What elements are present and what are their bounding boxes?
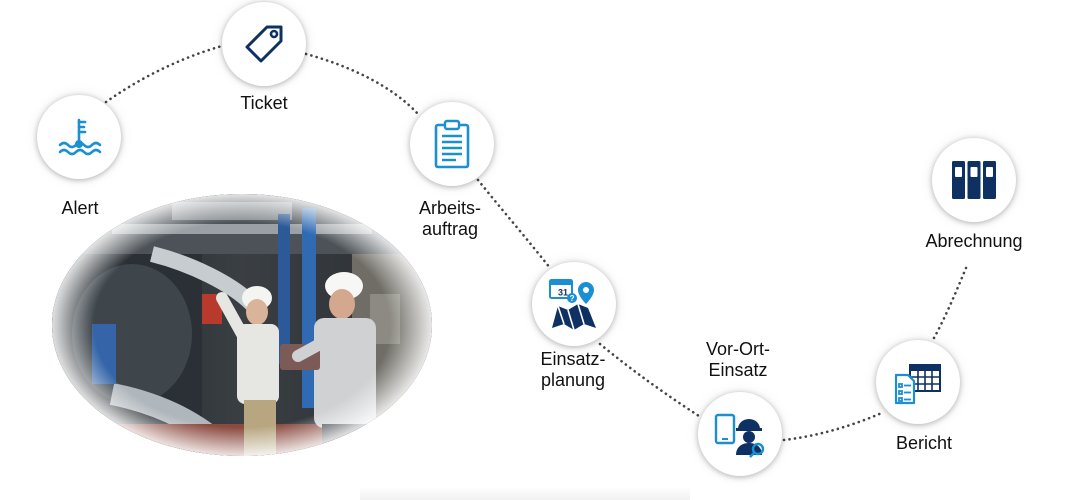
water-level-icon bbox=[58, 118, 102, 156]
step-label-einsatzplanung: Einsatz- planung bbox=[540, 349, 606, 390]
svg-text:?: ? bbox=[570, 294, 575, 303]
report-table-icon bbox=[894, 364, 941, 405]
arbeitsauftrag-node bbox=[410, 102, 494, 186]
bericht-node bbox=[876, 340, 960, 424]
step-label-abrechnung: Abrechnung bbox=[925, 231, 1023, 251]
ticket-node bbox=[222, 2, 306, 86]
clipboard-icon bbox=[434, 119, 470, 169]
step-label-vor-ort-einsatz: Vor-Ort- Einsatz bbox=[705, 339, 770, 380]
step-label-alert: Alert bbox=[61, 198, 99, 218]
technicians-in-plant-photo bbox=[52, 194, 432, 456]
connector-vorort-bericht bbox=[782, 410, 886, 442]
connector-arbeitsauftrag-einsatzplanung bbox=[476, 178, 552, 270]
calendar-day: 31 bbox=[558, 288, 568, 298]
step-label-ticket: Ticket bbox=[240, 93, 288, 113]
connector-ticket-arbeitsauftrag bbox=[304, 52, 420, 116]
alert-node bbox=[37, 95, 121, 179]
technician-tablet-icon bbox=[714, 413, 765, 458]
step-label-bericht: Bericht bbox=[895, 433, 953, 453]
abrechnung-node bbox=[932, 138, 1016, 222]
einsatzplanung-node: 31 ? bbox=[532, 262, 616, 346]
connector-bericht-abrechnung bbox=[932, 266, 968, 340]
step-label-arbeitsauftrag: Arbeits- auftrag bbox=[418, 198, 481, 239]
binders-icon bbox=[952, 161, 996, 199]
bottom-fade-bar bbox=[360, 487, 690, 500]
vor-ort-einsatz-node bbox=[698, 392, 782, 476]
connector-alert-ticket bbox=[104, 44, 224, 104]
calendar-map-icon: 31 ? bbox=[549, 279, 596, 331]
tag-icon bbox=[245, 25, 283, 63]
